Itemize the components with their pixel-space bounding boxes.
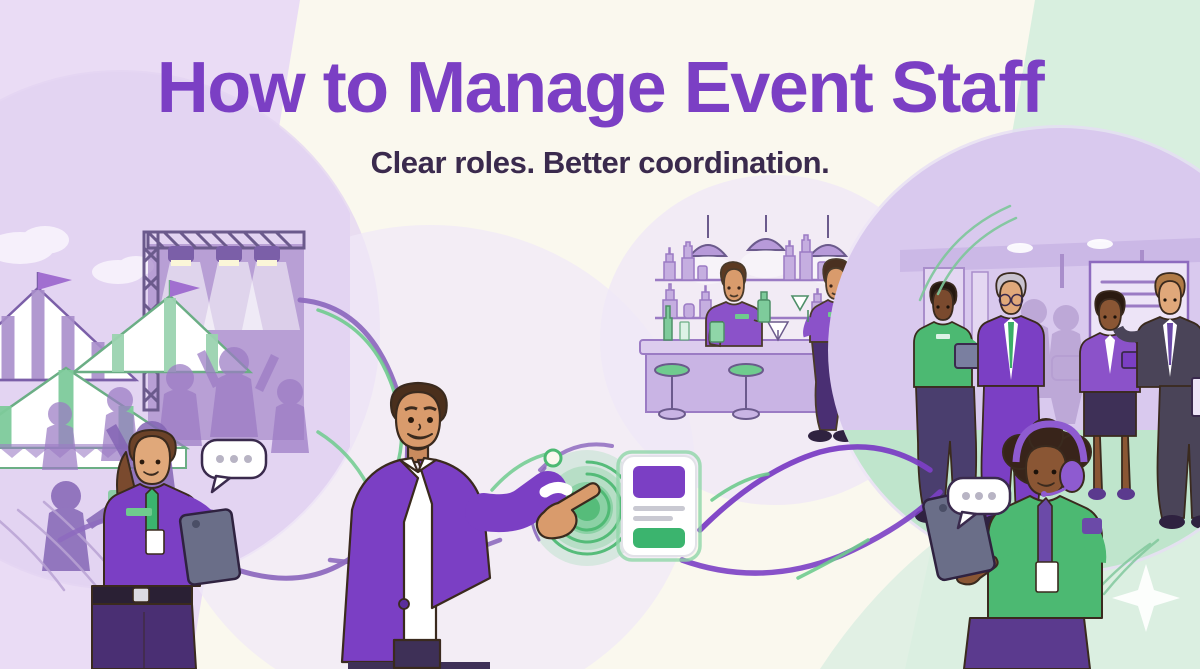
sparkle-icon — [1112, 564, 1180, 632]
cocktail-glass — [790, 295, 810, 322]
crowd-silhouettes — [42, 347, 309, 470]
tent-flag-1 — [38, 272, 72, 290]
purple-flow-4 — [697, 444, 933, 533]
attendee-speaker — [1112, 272, 1200, 529]
manager-center — [340, 381, 601, 669]
page-subtitle: Clear roles. Better coordination. — [370, 145, 830, 180]
card-green-block — [633, 528, 685, 548]
tent-flag-2 — [170, 280, 200, 297]
drink-cup — [709, 321, 725, 343]
stage-lights — [155, 246, 300, 330]
bubble-right — [946, 476, 1012, 530]
green-flow-3 — [796, 538, 870, 580]
bubble-left — [200, 438, 268, 494]
card-text-line — [633, 506, 685, 511]
headset-icon — [1012, 420, 1088, 463]
page-title: How to Manage Event Staff — [156, 48, 1045, 128]
staff-woman-purple — [91, 429, 225, 669]
badge — [145, 529, 165, 555]
card-text-line — [633, 516, 673, 521]
card-purple-block — [633, 466, 685, 498]
arc-strokes-top-right — [918, 204, 1018, 302]
green-flow-2 — [710, 472, 770, 502]
lanyard — [1037, 497, 1053, 565]
ceiling-light — [1087, 239, 1113, 249]
blazer-button — [398, 598, 410, 610]
node-dot-icon — [543, 448, 563, 468]
ceiling-light — [1007, 243, 1033, 253]
shirt-logo — [1082, 518, 1102, 534]
badge — [1035, 561, 1059, 593]
tablet-left — [178, 508, 242, 586]
